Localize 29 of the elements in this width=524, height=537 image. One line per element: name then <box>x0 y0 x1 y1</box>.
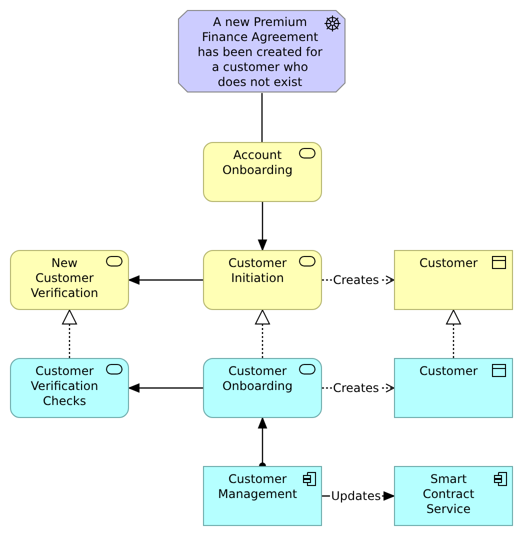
dashed-arrow <box>255 310 270 358</box>
node-label: Account Onboarding <box>221 148 294 178</box>
process-box <box>203 250 322 310</box>
component-box <box>394 466 513 526</box>
edge-label: Creates <box>332 381 380 395</box>
node-label: New Customer Verification <box>30 256 100 301</box>
node-label: Customer Initiation <box>227 256 288 286</box>
process-box <box>10 358 129 418</box>
edge-label: Updates <box>330 489 382 503</box>
process-box <box>203 142 322 202</box>
component-box <box>203 466 322 526</box>
node-label: Smart Contract Service <box>422 472 476 517</box>
node-label: Customer Management <box>218 472 297 502</box>
dashed-arrow <box>446 310 461 358</box>
event-shape <box>178 10 346 93</box>
node-label: Customer <box>418 364 479 379</box>
object-box <box>394 250 513 310</box>
arrow <box>128 276 203 284</box>
process-box <box>203 358 322 418</box>
process-box <box>10 250 129 310</box>
node-label: Customer Verification Checks <box>30 364 100 409</box>
node-label: Customer Onboarding <box>221 364 294 394</box>
edge-label: Creates <box>332 273 380 287</box>
node-label: A new Premium Finance Agreement has been created for a customer who does not exist <box>196 15 324 90</box>
arrow <box>128 384 203 392</box>
dashed-arrow <box>62 310 77 358</box>
object-box <box>394 358 513 418</box>
arrow <box>258 202 267 250</box>
node-label: Customer <box>418 256 479 271</box>
